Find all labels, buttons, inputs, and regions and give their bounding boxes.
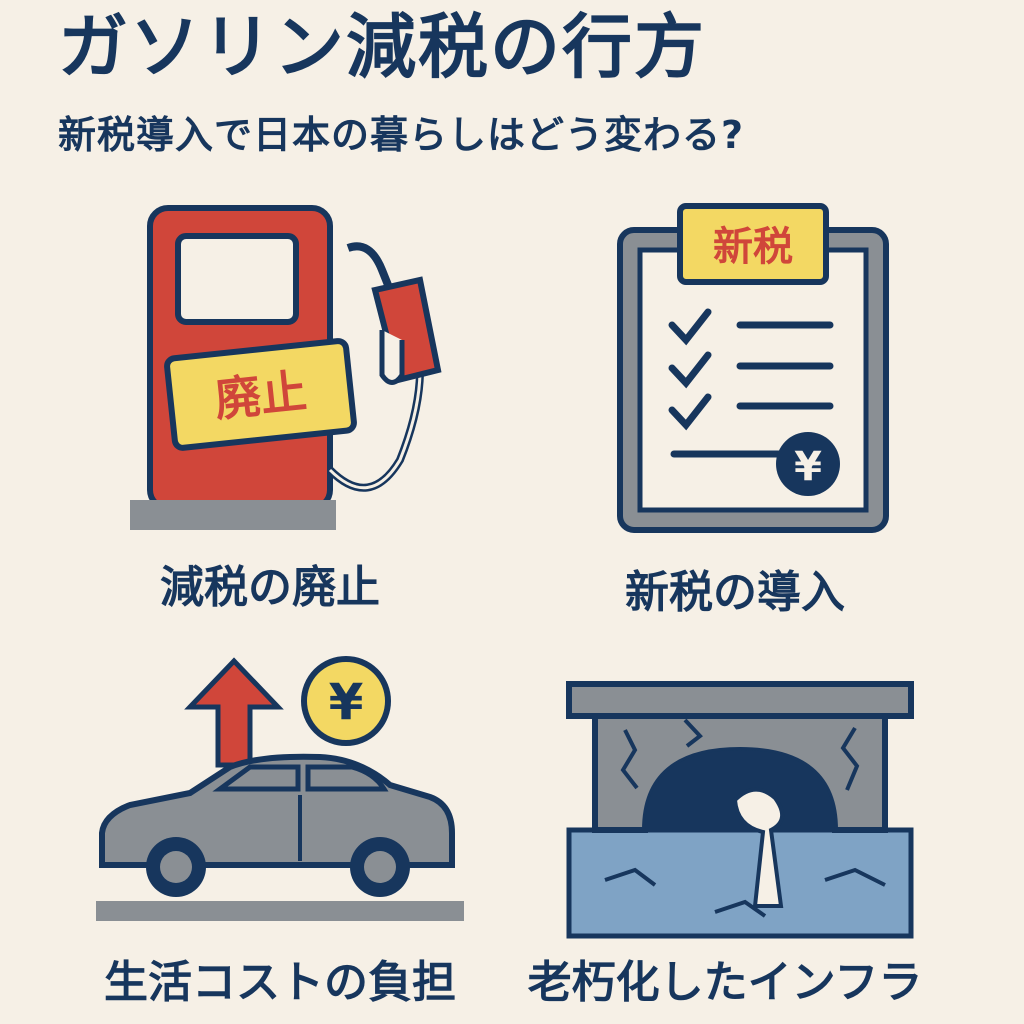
cracked-bridge-icon [566, 681, 914, 939]
page-title: ガソリン減税の行方 [58, 6, 706, 88]
yen-symbol: ¥ [329, 673, 364, 731]
check-icon [668, 393, 712, 431]
fuel-pump-icon: 廃止 [130, 205, 442, 530]
yen-coin-icon [776, 432, 840, 496]
caption-new-tax: 新税の導入 [625, 567, 845, 618]
car-cost-icon: ¥ [96, 656, 464, 921]
check-icon [668, 308, 712, 346]
caption-aging-infrastructure: 老朽化したインフラ [527, 957, 923, 1008]
arrow-up-icon [184, 657, 284, 768]
new-tax-badge: 新税 [677, 203, 829, 285]
abolition-badge: 廃止 [164, 338, 357, 451]
clipboard-checklist-icon: 新税 ¥ [617, 203, 889, 533]
yen-symbol: ¥ [794, 444, 822, 490]
check-icon [668, 351, 712, 389]
abolition-badge-text: 廃止 [212, 364, 309, 427]
caption-living-cost-burden: 生活コストの負担 [104, 957, 456, 1008]
new-tax-badge-text: 新税 [713, 224, 793, 270]
yen-coin-icon [301, 656, 391, 746]
caption-tax-cut-abolition: 減税の廃止 [160, 562, 380, 613]
page-subtitle: 新税導入で日本の暮らしはどう変わる? [58, 113, 745, 157]
